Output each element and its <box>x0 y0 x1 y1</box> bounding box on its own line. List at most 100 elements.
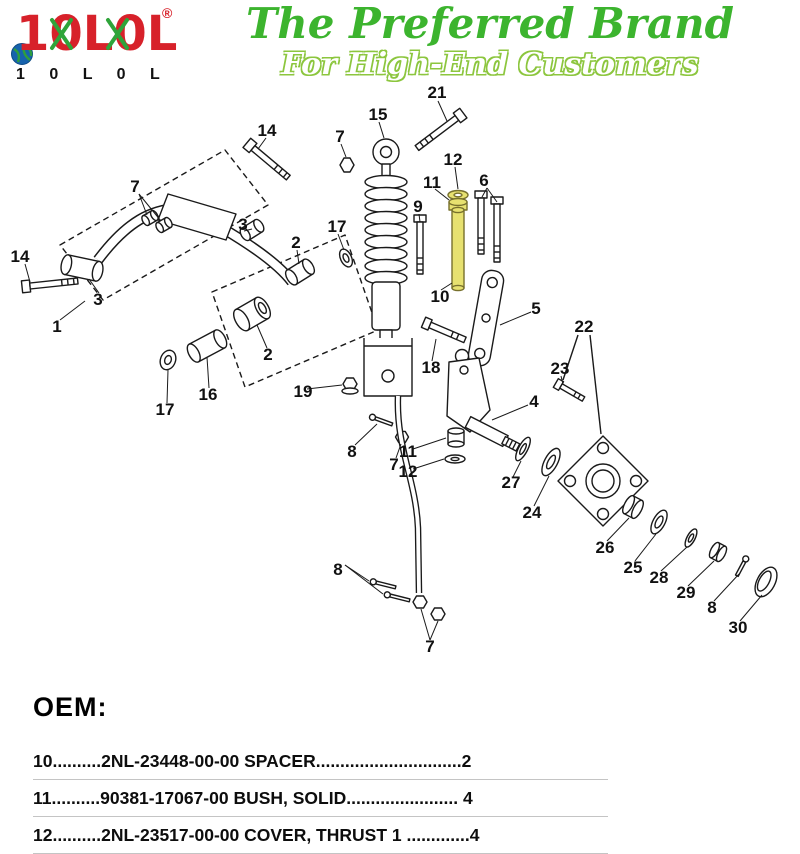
callout-15: 15 <box>368 105 388 124</box>
callout-19: 19 <box>293 382 313 401</box>
lower-rod <box>369 395 446 621</box>
callout-12: 12 <box>443 150 463 169</box>
callout-2: 2 <box>263 345 273 364</box>
oem-qty: 4 <box>462 788 473 808</box>
callout-3: 3 <box>238 215 248 234</box>
highlighted-spacer-set <box>447 189 469 292</box>
cotter-pin-8c1 <box>369 578 397 590</box>
washer-28 <box>684 528 698 548</box>
callout-14: 14 <box>257 121 277 140</box>
cotter-pin-8c2 <box>383 591 411 603</box>
callout-12: 12 <box>398 462 418 481</box>
nut-7 <box>339 157 355 173</box>
lower-arm-parts <box>159 296 272 371</box>
callout-3: 3 <box>93 290 103 309</box>
small-bushing <box>155 216 173 234</box>
group-22-lines <box>562 334 602 435</box>
bolt-6a <box>474 190 488 255</box>
bolt-21 <box>414 107 468 152</box>
bearing-24 <box>541 447 561 477</box>
oem-row: 11..........90381-17067-00 BUSH, SOLID..… <box>33 780 608 817</box>
dot-leader: ....................... <box>346 788 463 808</box>
callout-2: 2 <box>291 233 301 252</box>
logo-chopsticks-icon <box>50 18 129 50</box>
dot-leader: .......... <box>52 751 102 771</box>
oem-heading: OEM: <box>33 692 108 722</box>
callout-8: 8 <box>347 442 357 461</box>
header-titles: The Preferred Brand For High-End Custome… <box>185 0 795 82</box>
oem-part-code: 2NL-23517-00-00 <box>101 825 240 845</box>
dot-leader: .......... <box>52 825 102 845</box>
callout-8: 8 <box>707 598 717 617</box>
callout-10: 10 <box>430 287 450 306</box>
callout-17: 17 <box>155 400 175 419</box>
callout-9: 9 <box>413 197 423 216</box>
washer-17b <box>159 349 177 371</box>
bushing-3 <box>239 218 265 242</box>
callout-27: 27 <box>501 473 521 492</box>
cap-30 <box>754 566 778 598</box>
callout-28: 28 <box>649 568 669 587</box>
oem-part-name: COVER, THRUST 1 <box>239 825 407 845</box>
callout-7: 7 <box>425 637 435 656</box>
callout-5: 5 <box>531 299 541 318</box>
callout-7: 7 <box>335 127 345 146</box>
group-box-1 <box>59 149 269 301</box>
callout-1: 1 <box>52 317 62 336</box>
nut-7d2 <box>430 607 446 621</box>
callout-18: 18 <box>421 358 441 377</box>
bolt-14a <box>242 137 291 181</box>
bush-11b <box>447 427 465 448</box>
leader-lines <box>24 100 763 641</box>
knuckle-4 <box>446 348 521 452</box>
oem-item-number: 11 <box>33 788 52 808</box>
callout-30: 30 <box>728 618 748 637</box>
logo-text: 10L0L <box>16 6 177 62</box>
dot-leader: ............. <box>406 825 470 845</box>
oem-row: 12..........2NL-23517-00-00 COVER, THRUS… <box>33 817 608 854</box>
callout-6: 6 <box>479 171 489 190</box>
callout-21: 21 <box>427 83 447 102</box>
oem-item-number: 12 <box>33 825 53 845</box>
arm-bushing <box>60 254 104 282</box>
callout-11: 11 <box>399 442 417 461</box>
parts-diagram-art <box>20 100 778 641</box>
oem-part-code: 2NL-23448-00-00 <box>101 751 240 771</box>
washer-27 <box>515 436 531 462</box>
brand-title: The Preferred Brand <box>245 0 735 48</box>
bushing-2b <box>232 296 272 332</box>
oem-part-code: 90381-17067-00 <box>100 788 229 808</box>
callout-29: 29 <box>676 583 696 602</box>
callout-22: 22 <box>574 317 594 336</box>
callout-23: 23 <box>550 359 570 378</box>
oem-part-name: SPACER <box>239 751 316 771</box>
bolt-6b <box>490 196 504 263</box>
oem-part-name: BUSH, SOLID <box>228 788 347 808</box>
registered-mark: ® <box>162 5 173 21</box>
callout-25: 25 <box>623 558 643 577</box>
oem-qty: 2 <box>461 751 472 771</box>
bolt-14b <box>20 277 79 294</box>
nut-29 <box>708 541 728 563</box>
globe-icon <box>11 43 33 65</box>
bolt-18 <box>420 316 467 344</box>
callout-24: 24 <box>522 503 542 522</box>
bolt-23 <box>552 377 586 402</box>
callout-17: 17 <box>327 217 347 236</box>
oem-qty: 4 <box>469 825 480 845</box>
dot-leader: .......... <box>51 788 101 808</box>
nut-7d1 <box>412 595 428 609</box>
logo-subtext: 1 0 L 0 L <box>16 66 170 83</box>
callout-16: 16 <box>198 385 218 404</box>
bushing-2 <box>284 258 316 286</box>
dot-leader: .............................. <box>315 751 462 771</box>
callout-14: 14 <box>10 247 30 266</box>
callout-4: 4 <box>529 392 539 411</box>
cotter-pin-8a <box>368 413 394 427</box>
callout-11: 11 <box>423 173 441 192</box>
callout-8: 8 <box>333 560 343 579</box>
header: 10L0L ® 1 0 L 0 L The Preferred Brand Fo… <box>0 0 800 92</box>
